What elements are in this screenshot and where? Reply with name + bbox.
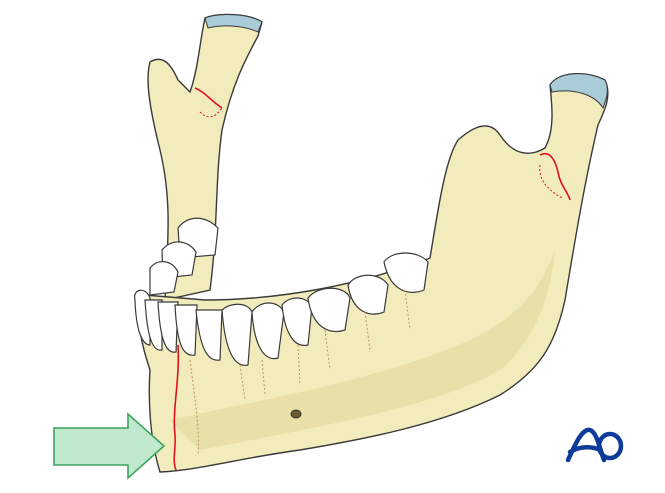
fracture-lines — [173, 87, 571, 471]
far-ramus — [147, 13, 263, 301]
dotted-roots — [189, 289, 411, 456]
mental-foramen — [290, 409, 302, 419]
chin-fracture — [173, 344, 180, 471]
near-condyle-fracture — [539, 153, 571, 201]
far-condyle-fracture — [194, 87, 223, 109]
fracture-dotted — [199, 107, 563, 199]
near-teeth — [133, 252, 429, 366]
ao-logo — [565, 427, 624, 463]
far-condyle-cartilage — [204, 14, 263, 33]
body-shading — [170, 250, 555, 450]
arrow-right-icon — [53, 412, 166, 480]
near-condyle-cartilage — [549, 73, 608, 110]
far-molars — [149, 217, 219, 296]
